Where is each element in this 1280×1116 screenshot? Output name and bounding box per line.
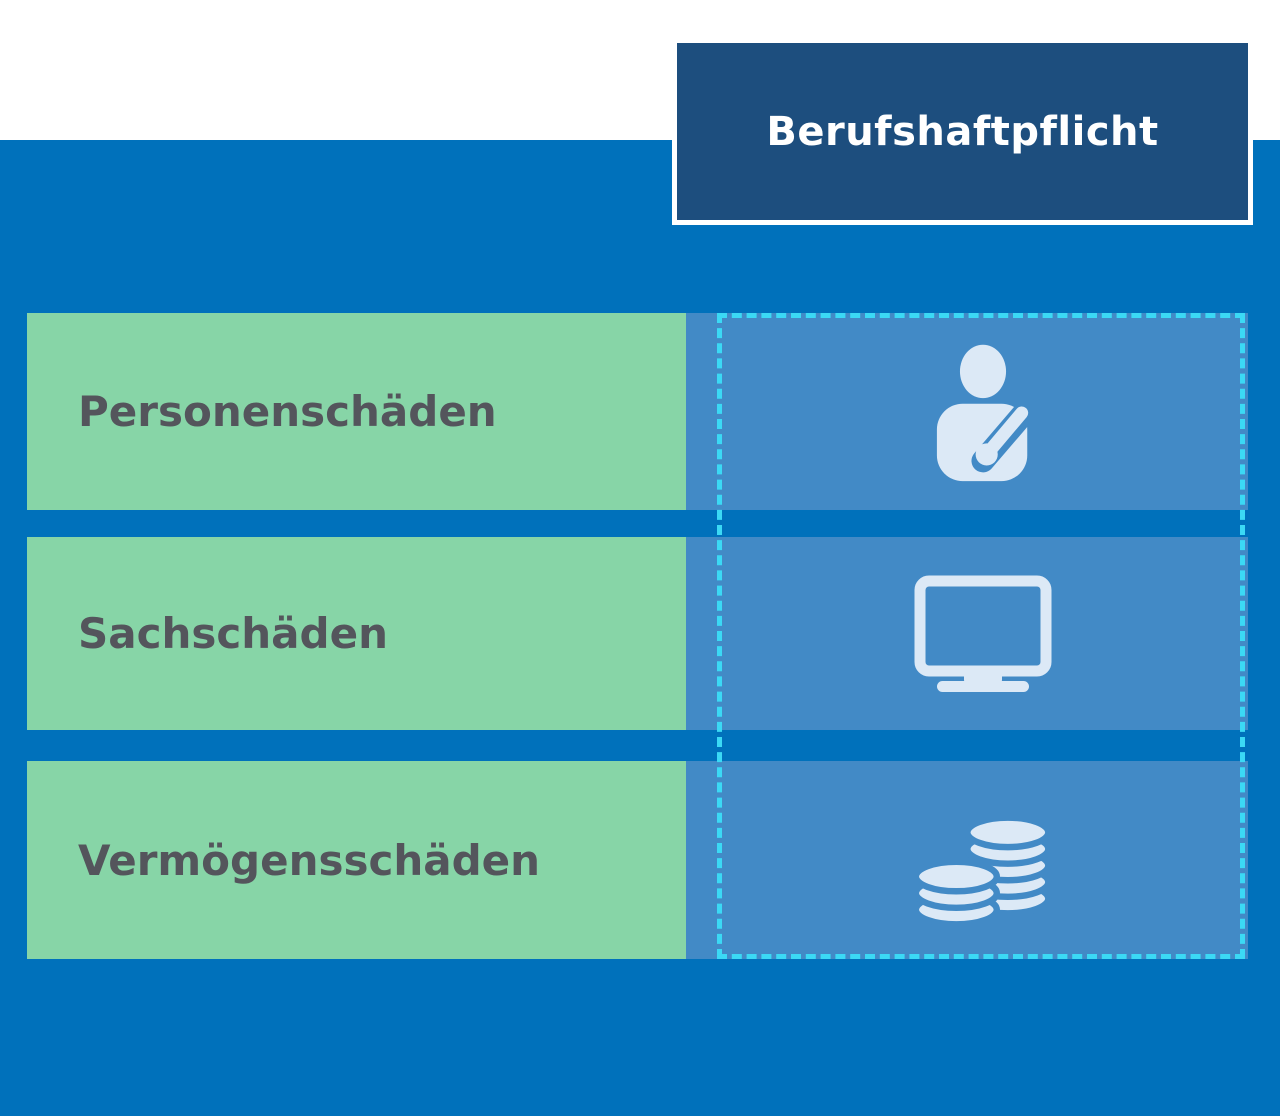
row-vermoegensschaeden: Vermögensschäden xyxy=(27,761,686,959)
icon-cell-vermoegensschaeden xyxy=(686,761,1248,959)
icon-cell-sachschaeden xyxy=(686,537,1248,730)
row-label: Personenschäden xyxy=(78,387,497,436)
page-title: Berufshaftpflicht xyxy=(766,108,1159,155)
coins-icon xyxy=(913,814,1052,928)
injured-person-icon xyxy=(936,344,1039,481)
header-box: Berufshaftpflicht xyxy=(672,38,1253,225)
row-label: Vermögensschäden xyxy=(78,835,541,885)
computer-monitor-icon xyxy=(914,575,1051,692)
row-personenschaeden: Personenschäden xyxy=(27,313,686,510)
row-sachschaeden: Sachschäden xyxy=(27,537,686,730)
row-label: Sachschäden xyxy=(78,609,388,658)
icon-cell-personenschaeden xyxy=(686,313,1248,510)
